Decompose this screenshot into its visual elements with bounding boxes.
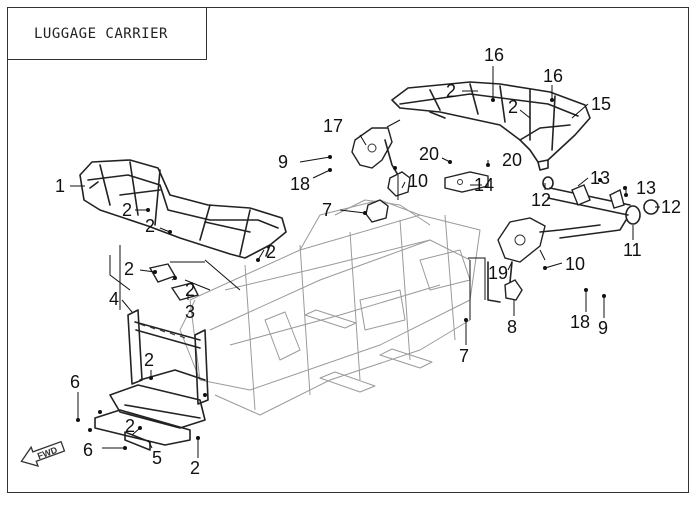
assembly-guides	[109, 119, 546, 320]
callout-7: 7	[322, 200, 332, 220]
callout-10: 10	[408, 171, 428, 191]
callout-7: 7	[459, 346, 469, 366]
callout-13: 13	[636, 178, 656, 198]
callout-9: 9	[598, 318, 608, 338]
leader-lines	[70, 66, 660, 458]
callout-10: 10	[565, 254, 585, 274]
chassis-frame	[179, 199, 481, 416]
callout-12: 12	[661, 197, 681, 217]
callout-2: 2	[508, 97, 518, 117]
callout-2: 2	[125, 416, 135, 436]
front-luggage-carrier	[79, 159, 287, 259]
callout-9: 9	[278, 152, 288, 172]
front-bumper-frame	[109, 309, 209, 429]
callout-13: 13	[590, 168, 610, 188]
callout-17: 17	[323, 116, 343, 136]
callout-5: 5	[152, 448, 162, 468]
callout-2: 2	[190, 458, 200, 478]
callout-18: 18	[570, 312, 590, 332]
rear-hitch-tube	[542, 176, 659, 239]
title-block	[7, 7, 207, 60]
callout-8: 8	[507, 317, 517, 337]
callout-2: 2	[266, 242, 276, 262]
front-brackets	[148, 263, 200, 301]
rear-bracket-right	[487, 217, 601, 303]
drawing-border	[7, 7, 689, 493]
callout-15: 15	[591, 94, 611, 114]
callout-19: 19	[488, 263, 508, 283]
callout-labels: 16 16 15 2 2 17 9 18 20 20 10 14 13 13 1…	[55, 45, 681, 478]
callout-2: 2	[446, 81, 456, 101]
callout-2: 2	[144, 350, 154, 370]
callout-1: 1	[55, 176, 65, 196]
callout-20: 20	[502, 150, 522, 170]
rear-bracket-left	[351, 127, 399, 176]
callout-3: 3	[185, 302, 195, 322]
callout-2: 2	[185, 280, 195, 300]
callout-20: 20	[419, 144, 439, 164]
callout-12: 12	[531, 190, 551, 210]
callout-2: 2	[124, 259, 134, 279]
callout-2: 2	[145, 216, 155, 236]
diagram-title: LUGGAGE CARRIER	[34, 26, 168, 42]
support-plates	[365, 171, 489, 223]
callout-11: 11	[623, 240, 642, 260]
rear-luggage-carrier	[391, 81, 591, 171]
callout-2: 2	[122, 200, 132, 220]
forward-direction-arrow: FWD	[20, 440, 66, 467]
callout-6: 6	[83, 440, 93, 460]
callout-16: 16	[484, 45, 504, 65]
callout-6: 6	[70, 372, 80, 392]
callout-18: 18	[290, 174, 310, 194]
callout-4: 4	[109, 289, 119, 309]
callout-16: 16	[543, 66, 563, 86]
callout-14: 14	[474, 175, 494, 195]
fwd-label: FWD	[36, 445, 59, 462]
